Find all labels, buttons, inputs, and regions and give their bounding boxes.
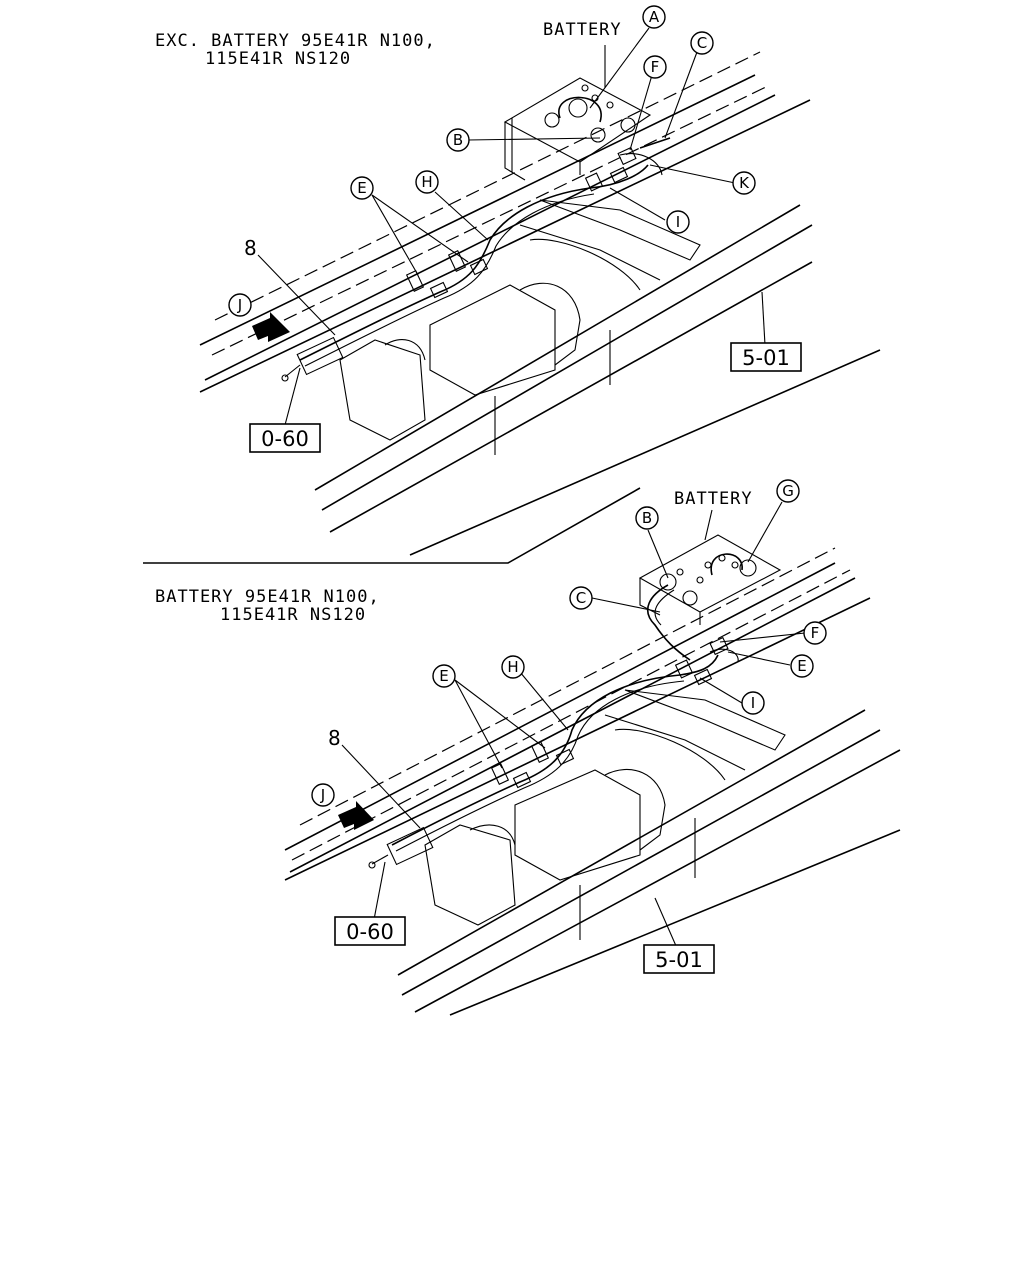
bottom-ref-right: 5-01 — [655, 948, 703, 972]
bottom-callout-I-circle — [741, 691, 765, 715]
top-cable — [299, 137, 671, 367]
bottom-ref-left-box — [334, 916, 406, 946]
view-divider — [143, 487, 641, 564]
top-callout-A-circle — [642, 5, 666, 29]
bottom-callout-I: I — [751, 694, 755, 712]
bottom-callout-B: B — [642, 509, 652, 527]
bottom-callout-C: C — [576, 589, 586, 607]
top-ref-left: 0-60 — [261, 427, 309, 451]
bottom-callout-C-circle — [569, 586, 593, 610]
top-callout-F: F — [651, 58, 660, 76]
bottom-callout-E1-circle — [432, 664, 456, 688]
top-callout-B: B — [453, 131, 463, 149]
top-caption-line2: 115E41R NS120 — [205, 49, 351, 69]
bottom-battery-label: BATTERY — [674, 489, 753, 509]
bottom-callout-H-circle — [501, 655, 525, 679]
top-caption-line1: EXC. BATTERY 95E41R N100, — [155, 31, 436, 51]
top-ref-left-box — [249, 423, 321, 453]
bottom-callouts: B G C F E I E H J — [311, 479, 827, 807]
bottom-callout-F-circle — [803, 621, 827, 645]
bottom-callout-F: F — [811, 624, 820, 642]
top-callout-C: C — [697, 34, 707, 52]
bottom-direction-arrow — [338, 801, 374, 830]
top-view: EXC. BATTERY 95E41R N100, 115E41R NS120 … — [155, 5, 881, 556]
top-part-number: 8 — [244, 236, 257, 260]
bottom-callout-G-circle — [776, 479, 800, 503]
bottom-callout-E2-circle — [790, 654, 814, 678]
bottom-starter — [368, 826, 434, 869]
top-callout-H-circle — [415, 170, 439, 194]
top-callout-I: I — [676, 213, 680, 231]
bottom-cable — [391, 584, 739, 852]
top-engine-block — [339, 199, 701, 441]
top-ref-right-box — [730, 342, 802, 372]
bottom-frame-rails — [284, 547, 901, 1016]
top-callouts: A C F B E H K I J — [228, 5, 756, 317]
top-callout-I-circle — [666, 210, 690, 234]
top-frame-rails — [199, 51, 881, 556]
top-callout-K: K — [739, 174, 750, 192]
bottom-callout-H: H — [507, 658, 518, 676]
bottom-ref-left: 0-60 — [346, 920, 394, 944]
top-callout-J: J — [237, 296, 242, 314]
top-battery — [503, 45, 652, 181]
top-callout-E: E — [357, 179, 366, 197]
bottom-callout-J: J — [320, 786, 325, 804]
top-leaders — [257, 27, 766, 426]
top-callout-E-circle — [350, 176, 374, 200]
top-ref-right: 5-01 — [742, 346, 790, 370]
bottom-part-number: 8 — [328, 726, 341, 750]
bottom-callout-J-circle — [311, 783, 335, 807]
top-callout-F-circle — [643, 55, 667, 79]
top-callout-H: H — [421, 173, 432, 191]
bottom-caption-line2: 115E41R NS120 — [220, 605, 366, 625]
bottom-caption-line1: BATTERY 95E41R N100, — [155, 587, 380, 607]
top-callout-J-circle — [228, 293, 252, 317]
top-battery-label: BATTERY — [543, 20, 622, 40]
bottom-callout-B-circle — [635, 506, 659, 530]
top-callout-A: A — [649, 8, 660, 26]
bottom-callout-E1: E — [439, 667, 448, 685]
bottom-callout-G: G — [782, 482, 794, 500]
top-callout-C-circle — [690, 31, 714, 55]
bottom-callout-E2: E — [797, 657, 806, 675]
bottom-engine-block — [424, 689, 786, 926]
top-callout-K-circle — [732, 171, 756, 195]
bottom-battery — [638, 509, 782, 625]
top-direction-arrow — [252, 312, 290, 342]
bottom-ref-right-box — [643, 944, 715, 974]
bottom-view: BATTERY 95E41R N100, 115E41R NS120 BATTE… — [155, 479, 901, 1016]
top-starter — [281, 336, 344, 382]
top-callout-B-circle — [446, 128, 470, 152]
